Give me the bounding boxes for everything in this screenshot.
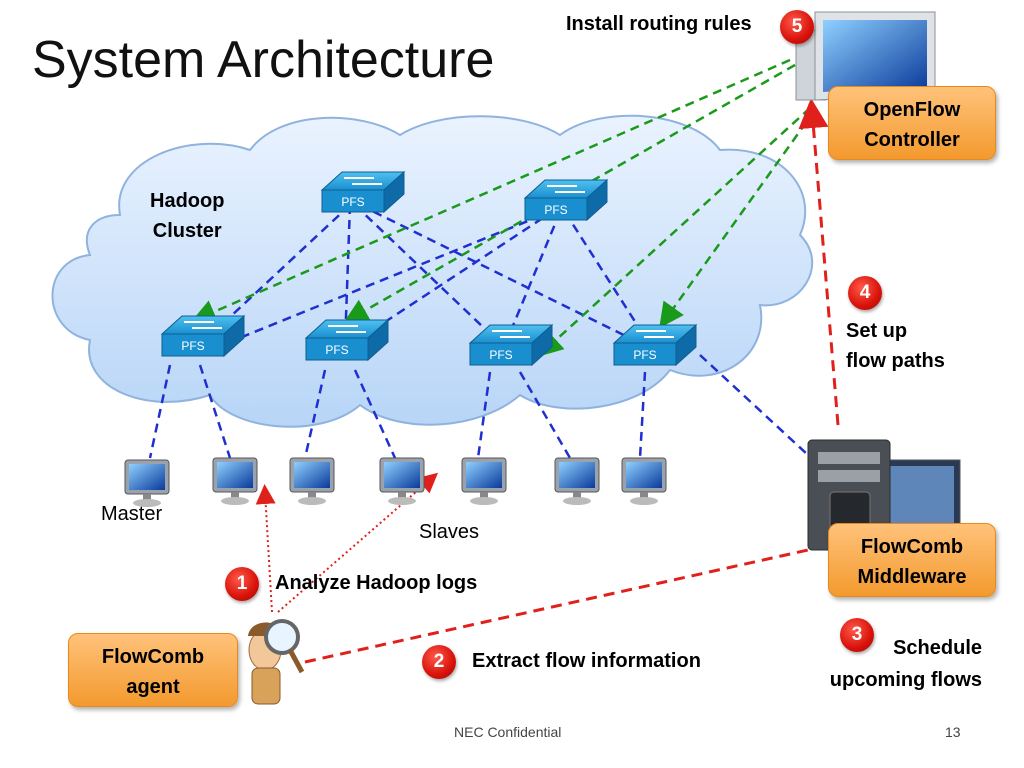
step-3-label: Schedule upcoming flows	[829, 637, 982, 691]
pfs-switch-icon: PFS	[304, 318, 390, 362]
step-5-badge: 5	[780, 10, 814, 44]
slave-node-icon	[554, 457, 600, 505]
controller-computer-icon	[795, 11, 936, 101]
pfs-switch-label: PFS	[325, 343, 348, 357]
step-4-badge: 4	[848, 276, 882, 310]
slave-node-icon	[289, 457, 335, 505]
pfs-switch-icon: PFS	[160, 314, 246, 358]
master-node-icon	[124, 459, 170, 507]
slave-node-icon	[379, 457, 425, 505]
pfs-switch-label: PFS	[341, 195, 364, 209]
pfs-switch-label: PFS	[489, 348, 512, 362]
step-4-label: Set up flow paths	[846, 320, 945, 372]
openflow-controller-box: OpenFlow Controller	[828, 86, 996, 160]
slave-node-icon	[212, 457, 258, 505]
step-3-badge: 3	[840, 618, 874, 652]
pfs-switch-label: PFS	[633, 348, 656, 362]
page-title: System Architecture	[32, 31, 495, 89]
footer-confidential: NEC Confidential	[454, 724, 562, 740]
step-1-badge: 1	[225, 567, 259, 601]
pfs-switch-label: PFS	[181, 339, 204, 353]
master-label: Master	[101, 503, 163, 525]
pfs-switch-label: PFS	[544, 203, 567, 217]
pfs-switch-icon: PFS	[523, 178, 609, 222]
page-number: 13	[945, 724, 961, 740]
step-1-label: Analyze Hadoop logs	[275, 572, 478, 594]
detective-agent-icon	[248, 619, 305, 705]
slave-node-icon	[621, 457, 667, 505]
flowcomb-agent-box: FlowComb agent	[68, 633, 238, 707]
middleware-server-icon	[807, 439, 961, 551]
step-2-badge: 2	[422, 645, 456, 679]
cluster-label: Hadoop Cluster	[150, 190, 225, 242]
step-2-label: Extract flow information	[472, 650, 701, 672]
slaves-label: Slaves	[419, 521, 480, 543]
pfs-switch-icon: PFS	[320, 170, 406, 214]
pfs-switch-icon: PFS	[612, 323, 698, 367]
flowcomb-links	[304, 98, 840, 664]
flowcomb-middleware-box: FlowComb Middleware	[828, 523, 996, 597]
step-5-label: Install routing rules	[566, 13, 752, 35]
slave-node-icon	[461, 457, 507, 505]
pfs-switch-icon: PFS	[468, 323, 554, 367]
